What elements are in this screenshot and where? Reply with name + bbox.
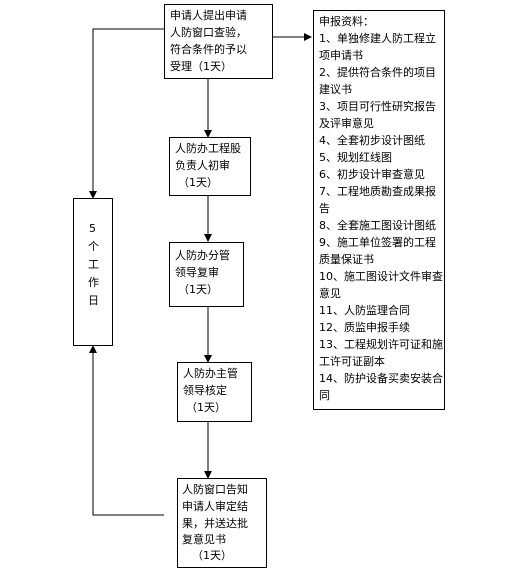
materials-line: 3、项目可行性研究报告 <box>319 100 436 113</box>
step-approve-line-2: 领导核定 <box>183 384 227 397</box>
step-notify-line-2: 申请人审定结 <box>182 500 248 513</box>
step-notify-line-3: 果，并送达批 <box>182 517 248 530</box>
materials-line: 8、全套施工图设计图纸 <box>319 219 436 232</box>
materials-line: 7、工程地质勘查成果报 <box>319 185 436 198</box>
step-second-review-line-3: （1天） <box>178 283 218 296</box>
materials-line: 9、施工单位签署的工程 <box>319 236 436 249</box>
materials-line: 4、全套初步设计图纸 <box>319 134 425 147</box>
materials-line: 质量保证书 <box>319 253 374 266</box>
materials-line: 项申请书 <box>319 49 363 62</box>
materials-line: 告 <box>319 202 330 215</box>
materials-line: 11、人防监理合同 <box>319 304 410 317</box>
step-apply-line-1: 申请人提出申请 <box>170 9 247 22</box>
step-first-review-line-2: 负责人初审 <box>175 159 230 172</box>
materials-title: 申报资料： <box>319 15 374 28</box>
materials-box: 申报资料： 1、单独修建人防工程立 项申请书 2、提供符合条件的项目 建议书 3… <box>313 10 445 410</box>
step-first-review-box: 人防办工程股 负责人初审 （1天） <box>169 137 251 196</box>
workdays-box: 5 个 工 作 日 <box>73 198 113 346</box>
materials-line: 6、初步设计审查意见 <box>319 168 425 181</box>
materials-line: 2、提供符合条件的项目 <box>319 66 436 79</box>
materials-line: 10、施工图设计文件审查 <box>319 270 443 283</box>
step-approve-line-3: （1天） <box>186 401 226 414</box>
materials-line: 建议书 <box>319 83 352 96</box>
step-second-review-line-2: 领导复审 <box>175 266 219 279</box>
materials-line: 14、防护设备买卖安装合 <box>319 372 443 385</box>
step-apply-box: 申请人提出申请 人防窗口查验， 符合条件的予以 受理（1天） <box>164 4 273 79</box>
workdays-char-5: 日 <box>88 294 99 307</box>
materials-line: 及评审意见 <box>319 117 374 130</box>
workdays-char-2: 个 <box>88 240 99 253</box>
arrow-notify-to-workdays <box>89 345 164 516</box>
step-apply-line-3: 符合条件的予以 <box>170 43 247 56</box>
workdays-char-3: 工 <box>88 258 99 271</box>
step-approve-box: 人防办主管 领导核定 （1天） <box>177 362 252 422</box>
step-second-review-box: 人防办分管 领导复审 （1天） <box>169 242 244 307</box>
step-apply-line-4: 受理（1天） <box>170 60 232 73</box>
step-first-review-line-1: 人防办工程股 <box>175 142 241 155</box>
materials-line: 同 <box>319 389 330 402</box>
materials-line: 工许可证副本 <box>319 355 385 368</box>
step-notify-line-1: 人防窗口告知 <box>182 483 248 496</box>
materials-line: 5、规划红线图 <box>319 151 392 164</box>
step-approve-line-1: 人防办主管 <box>183 367 238 380</box>
step-notify-line-5: （1天） <box>192 549 232 562</box>
materials-line: 1、单独修建人防工程立 <box>319 32 436 45</box>
step-apply-line-2: 人防窗口查验， <box>170 26 247 39</box>
materials-line: 12、质监申报手续 <box>319 321 410 334</box>
step-notify-box: 人防窗口告知 申请人审定结 果，并送达批 复意见书 （1天） <box>177 478 267 568</box>
materials-line: 意见 <box>319 287 341 300</box>
workdays-char-4: 作 <box>88 276 99 289</box>
step-second-review-line-1: 人防办分管 <box>175 249 230 262</box>
materials-line: 13、工程规划许可证和施 <box>319 338 443 351</box>
arrow-apply-to-workdays <box>89 28 164 199</box>
workdays-char-1: 5 <box>89 222 96 235</box>
step-first-review-line-3: （1天） <box>178 176 218 189</box>
step-notify-line-4: 复意见书 <box>182 533 226 546</box>
